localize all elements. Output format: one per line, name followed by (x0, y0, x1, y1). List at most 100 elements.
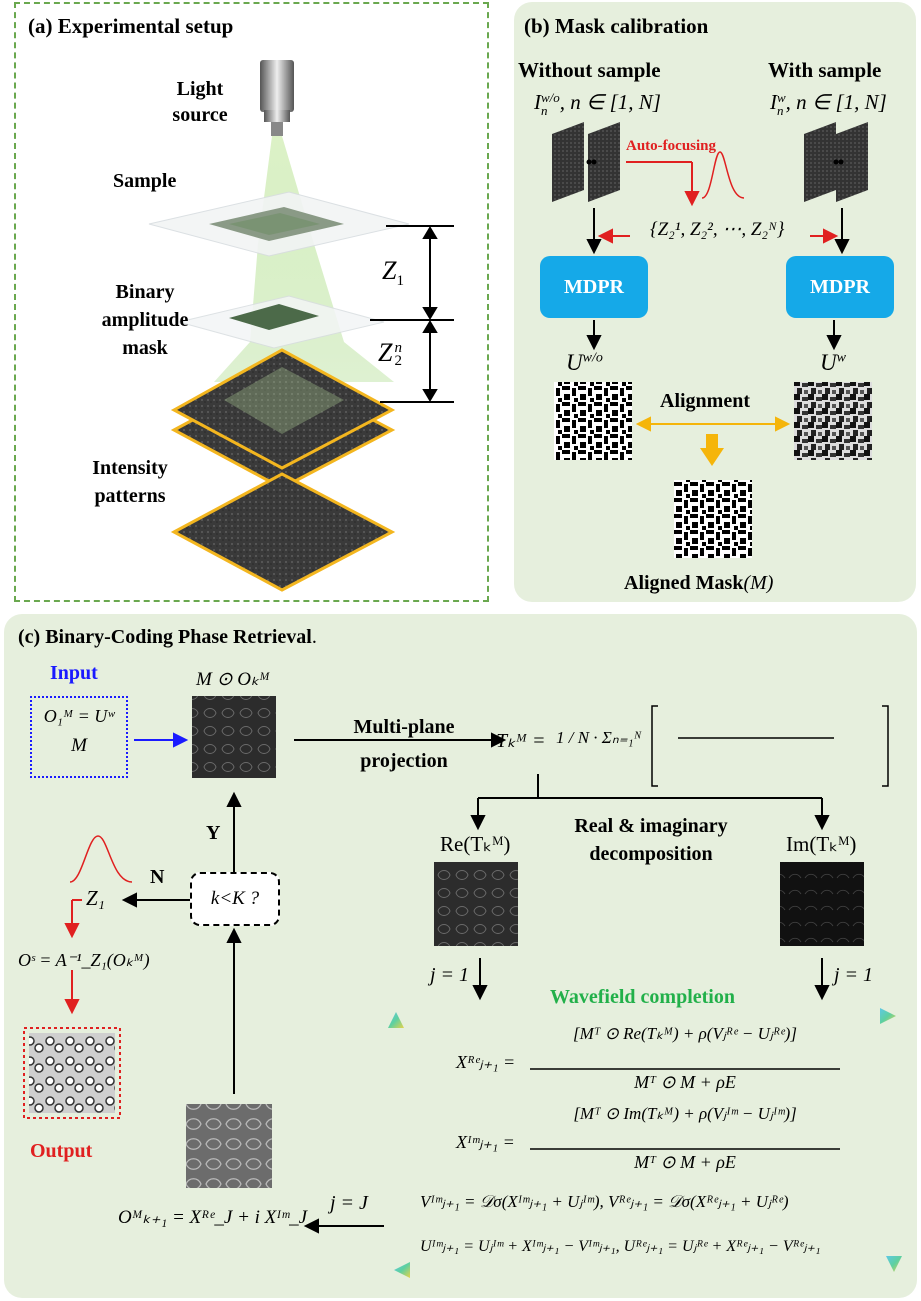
light-source-line1: Light (176, 78, 224, 100)
x-im-denominator: Mᵀ ⊙ M + ρE (634, 1152, 736, 1172)
mask-line1: Binary (115, 281, 175, 303)
calibration-diagram (552, 122, 872, 558)
object-mask-label: M ⊙ Oₖᴹ (196, 669, 270, 690)
mask-image-with (794, 382, 872, 460)
mdpr-right-block: MDPR (786, 256, 894, 318)
x-re-numerator: [Mᵀ ⊙ Re(Tₖᴹ) + ρ(Vⱼᴿᵉ − Uⱼᴿᵉ)] (572, 1024, 797, 1043)
aligned-mask-symbol: (M) (743, 572, 774, 594)
alignment-label: Alignment (660, 390, 750, 412)
u-with-sup: w (836, 350, 846, 366)
panel-c-title: (c) Binary-Coding Phase Retrieval. (18, 626, 317, 649)
u-with-label: Uw (820, 350, 846, 376)
formula-with-range: , n ∈ [1, N] (785, 90, 887, 114)
real-part-image (434, 862, 518, 946)
formula-without-sub: n (541, 103, 548, 119)
with-sample-label: With sample (768, 58, 882, 82)
u-update-eq: Uᴵᵐⱼ₊₁ = Uⱼᴵᵐ + Xᴵᵐⱼ₊₁ − Vᴵᵐⱼ₊₁, Uᴿᵉⱼ₊₁ … (420, 1238, 821, 1255)
z2-symbol: Z (378, 338, 393, 367)
u-with-symbol: U (820, 350, 837, 375)
condition-box: k<K ? (190, 872, 280, 926)
mask-image-without (554, 382, 632, 460)
without-sample-label: Without sample (518, 58, 661, 82)
x-re-lhs: Xᴿᵉⱼ₊₁ = (456, 1052, 516, 1072)
mask-label: Binary amplitude mask (86, 278, 204, 362)
multiplane-line1: Multi-plane (353, 716, 455, 738)
retrieval-diagram (23, 696, 902, 1278)
light-beam (214, 136, 394, 382)
input-box: O₁ᴹ = Uʷ M (30, 696, 128, 778)
input-eq-2: M (71, 735, 87, 756)
jJ-label: j = J (330, 1192, 368, 1214)
z1-sub: 1 (396, 273, 404, 290)
decomposition-line2: decomposition (589, 843, 713, 865)
panel-phase-retrieval (4, 614, 917, 1298)
panel-c-title-text: (c) Binary-Coding Phase Retrieval (18, 626, 312, 648)
os-eq: Oˢ = A⁻¹_Z₁(Oₖᴹ) (18, 950, 150, 970)
u-without-symbol: U (566, 350, 583, 375)
u-without-sup: w/o (582, 350, 603, 366)
mask-slide (178, 295, 385, 349)
aligned-mask-image (674, 480, 752, 558)
formula-without-i: I (534, 90, 541, 114)
without-sample-images (552, 122, 620, 202)
output-image (29, 1033, 115, 1113)
x-im-numerator: [Mᵀ ⊙ Im(Tₖᴹ) + ρ(Vⱼᴵᵐ − Uⱼᴵᵐ)] (573, 1104, 797, 1123)
distance-markers (370, 225, 454, 403)
z2-sub: 2 (394, 353, 402, 370)
input-label: Input (50, 662, 98, 684)
z1-label: Z1 (382, 256, 404, 290)
j1-left-label: j = 1 (430, 964, 470, 986)
u-without-label: Uw/o (566, 350, 603, 376)
intensity-label: Intensity patterns (80, 454, 180, 510)
setup-illustration (148, 60, 454, 592)
t-eq-lhs: Tₖᴹ = (496, 730, 546, 752)
iteration-image (186, 1104, 272, 1188)
panel-b-title: (b) Mask calibration (524, 14, 709, 38)
autofocus-label: Auto-focusing (626, 138, 717, 154)
intensity-planes (170, 348, 396, 592)
sample-label: Sample (113, 170, 177, 192)
decomposition-line1: Real & imaginary (574, 815, 728, 837)
sample-slide (148, 191, 410, 257)
formula-with-i: I (770, 90, 777, 114)
input-eq-1: O₁ᴹ = Uʷ (43, 706, 115, 726)
output-label: Output (30, 1140, 93, 1162)
intensity-line1: Intensity (92, 457, 168, 479)
mask-line2: amplitude (101, 309, 189, 331)
formula-with-sup: w (777, 90, 786, 106)
wavefield-label: Wavefield completion (550, 986, 735, 1008)
wavefield-frame (388, 1008, 902, 1278)
light-source-line2: source (172, 104, 228, 126)
formula-with-sub: n (777, 103, 784, 119)
panel-a-title: (a) Experimental setup (28, 14, 234, 38)
z-set-label: {Z₂¹, Z₂², ⋯, Z₂ᴺ} (650, 219, 785, 240)
x-im-lhs: Xᴵᵐⱼ₊₁ = (456, 1132, 515, 1152)
t-eq-sum: 1 / N · Σₙ₌₁ᴺ (556, 728, 642, 747)
formula-without-range: , n ∈ [1, N] (559, 90, 661, 114)
yes-label: Y (206, 822, 221, 844)
light-source-icon (260, 60, 294, 136)
output-box (23, 1027, 121, 1119)
aligned-mask-text: Aligned Mask (624, 572, 744, 594)
mdpr-left-block: MDPR (540, 256, 648, 318)
decomposition-label: Real & imaginary decomposition (556, 812, 746, 868)
condition-text: k<K ? (210, 888, 260, 909)
re-label: Re(Tₖᴹ) (440, 832, 511, 856)
intensity-line2: patterns (94, 485, 166, 507)
formula-without-sup: w/o (541, 90, 560, 106)
object-image (192, 696, 276, 778)
z1-label-c: Z₁ (86, 886, 105, 910)
z2-sup: n (394, 340, 402, 357)
multiplane-line2: projection (360, 750, 448, 772)
update-eq: Oᴹₖ₊₁ = Xᴿᵉ_J + i Xᴵᵐ_J (118, 1207, 308, 1228)
im-label: Im(Tₖᴹ) (786, 832, 857, 856)
light-source-label: Light source (160, 76, 240, 128)
imag-part-image (780, 862, 864, 946)
x-re-denominator: Mᵀ ⊙ M + ρE (634, 1072, 736, 1092)
z1-symbol: Z (382, 256, 397, 285)
mask-line3: mask (122, 337, 168, 359)
with-sample-images (804, 122, 868, 202)
